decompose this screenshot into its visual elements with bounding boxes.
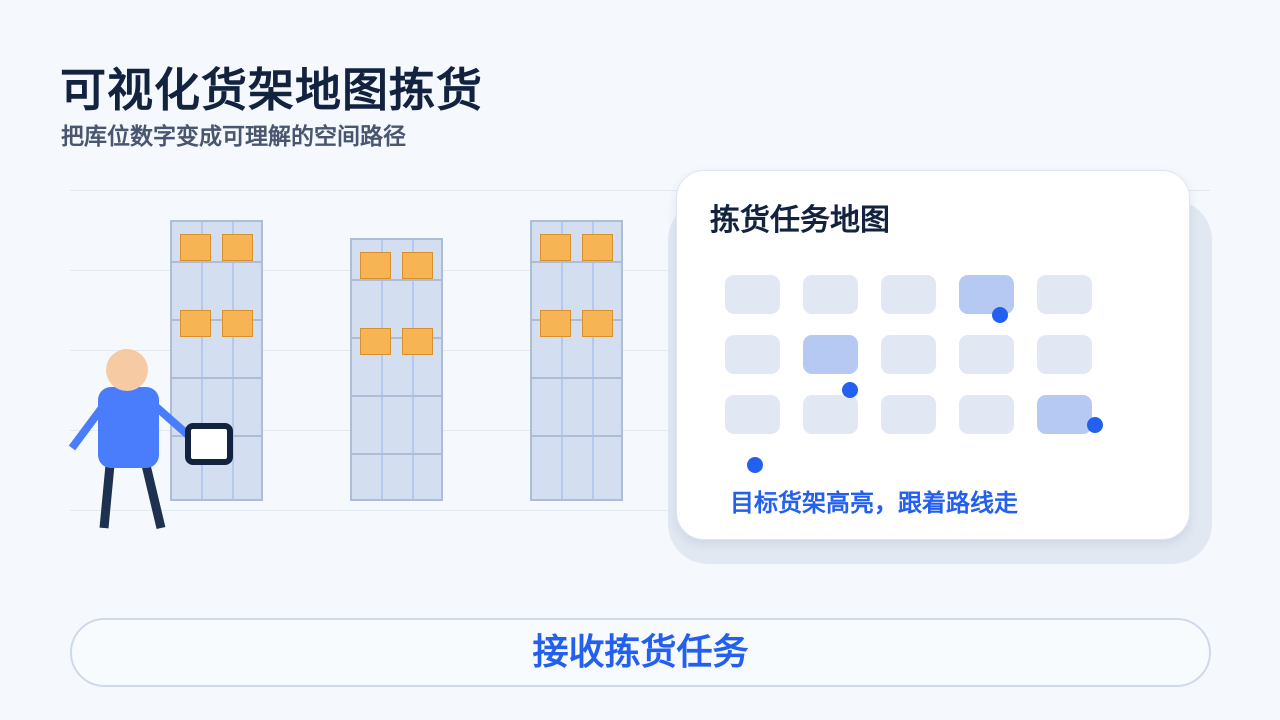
target-shelf-cell bbox=[959, 275, 1014, 314]
map-caption: 目标货架高亮，跟着路线走 bbox=[730, 488, 1018, 517]
route-dot-icon bbox=[842, 382, 858, 398]
cargo-box bbox=[222, 310, 253, 337]
shelf-rack-2 bbox=[350, 238, 443, 501]
cargo-box bbox=[360, 328, 391, 355]
shelf-cell bbox=[1037, 335, 1092, 374]
shelf-cell bbox=[959, 395, 1014, 434]
page-subtitle: 把库位数字变成可理解的空间路径 bbox=[61, 123, 406, 150]
shelf-cell bbox=[959, 335, 1014, 374]
shelf-cell bbox=[803, 395, 858, 434]
handheld-scanner-icon bbox=[185, 423, 233, 465]
shelf-cell bbox=[881, 395, 936, 434]
shelf-cell bbox=[881, 335, 936, 374]
cargo-box bbox=[180, 234, 211, 261]
warehouse-worker-icon bbox=[68, 349, 233, 530]
receive-pick-task-button[interactable]: 接收拣货任务 bbox=[70, 618, 1211, 687]
target-shelf-cell bbox=[803, 335, 858, 374]
cargo-box bbox=[360, 252, 391, 279]
divider-line bbox=[70, 190, 1210, 191]
shelf-cell bbox=[725, 275, 780, 314]
cargo-box bbox=[582, 310, 613, 337]
page-title: 可视化货架地图拣货 bbox=[60, 63, 483, 117]
cargo-box bbox=[402, 328, 433, 355]
cargo-box bbox=[222, 234, 253, 261]
shelf-cell bbox=[725, 395, 780, 434]
map-card-title: 拣货任务地图 bbox=[710, 203, 890, 238]
route-dot-icon bbox=[992, 307, 1008, 323]
divider-line bbox=[70, 350, 1210, 351]
shelf-cell bbox=[881, 275, 936, 314]
divider-line bbox=[70, 510, 1210, 511]
route-dot-icon bbox=[747, 457, 763, 473]
shelf-rack-3 bbox=[530, 220, 623, 501]
divider-line bbox=[70, 270, 1210, 271]
cargo-box bbox=[582, 234, 613, 261]
shelf-cell bbox=[1037, 275, 1092, 314]
route-dot-icon bbox=[1087, 417, 1103, 433]
target-shelf-cell bbox=[1037, 395, 1092, 434]
cargo-box bbox=[540, 310, 571, 337]
shelf-cell bbox=[725, 335, 780, 374]
cargo-box bbox=[180, 310, 211, 337]
cargo-box bbox=[402, 252, 433, 279]
shelf-cell bbox=[803, 275, 858, 314]
divider-line bbox=[70, 430, 1210, 431]
cargo-box bbox=[540, 234, 571, 261]
